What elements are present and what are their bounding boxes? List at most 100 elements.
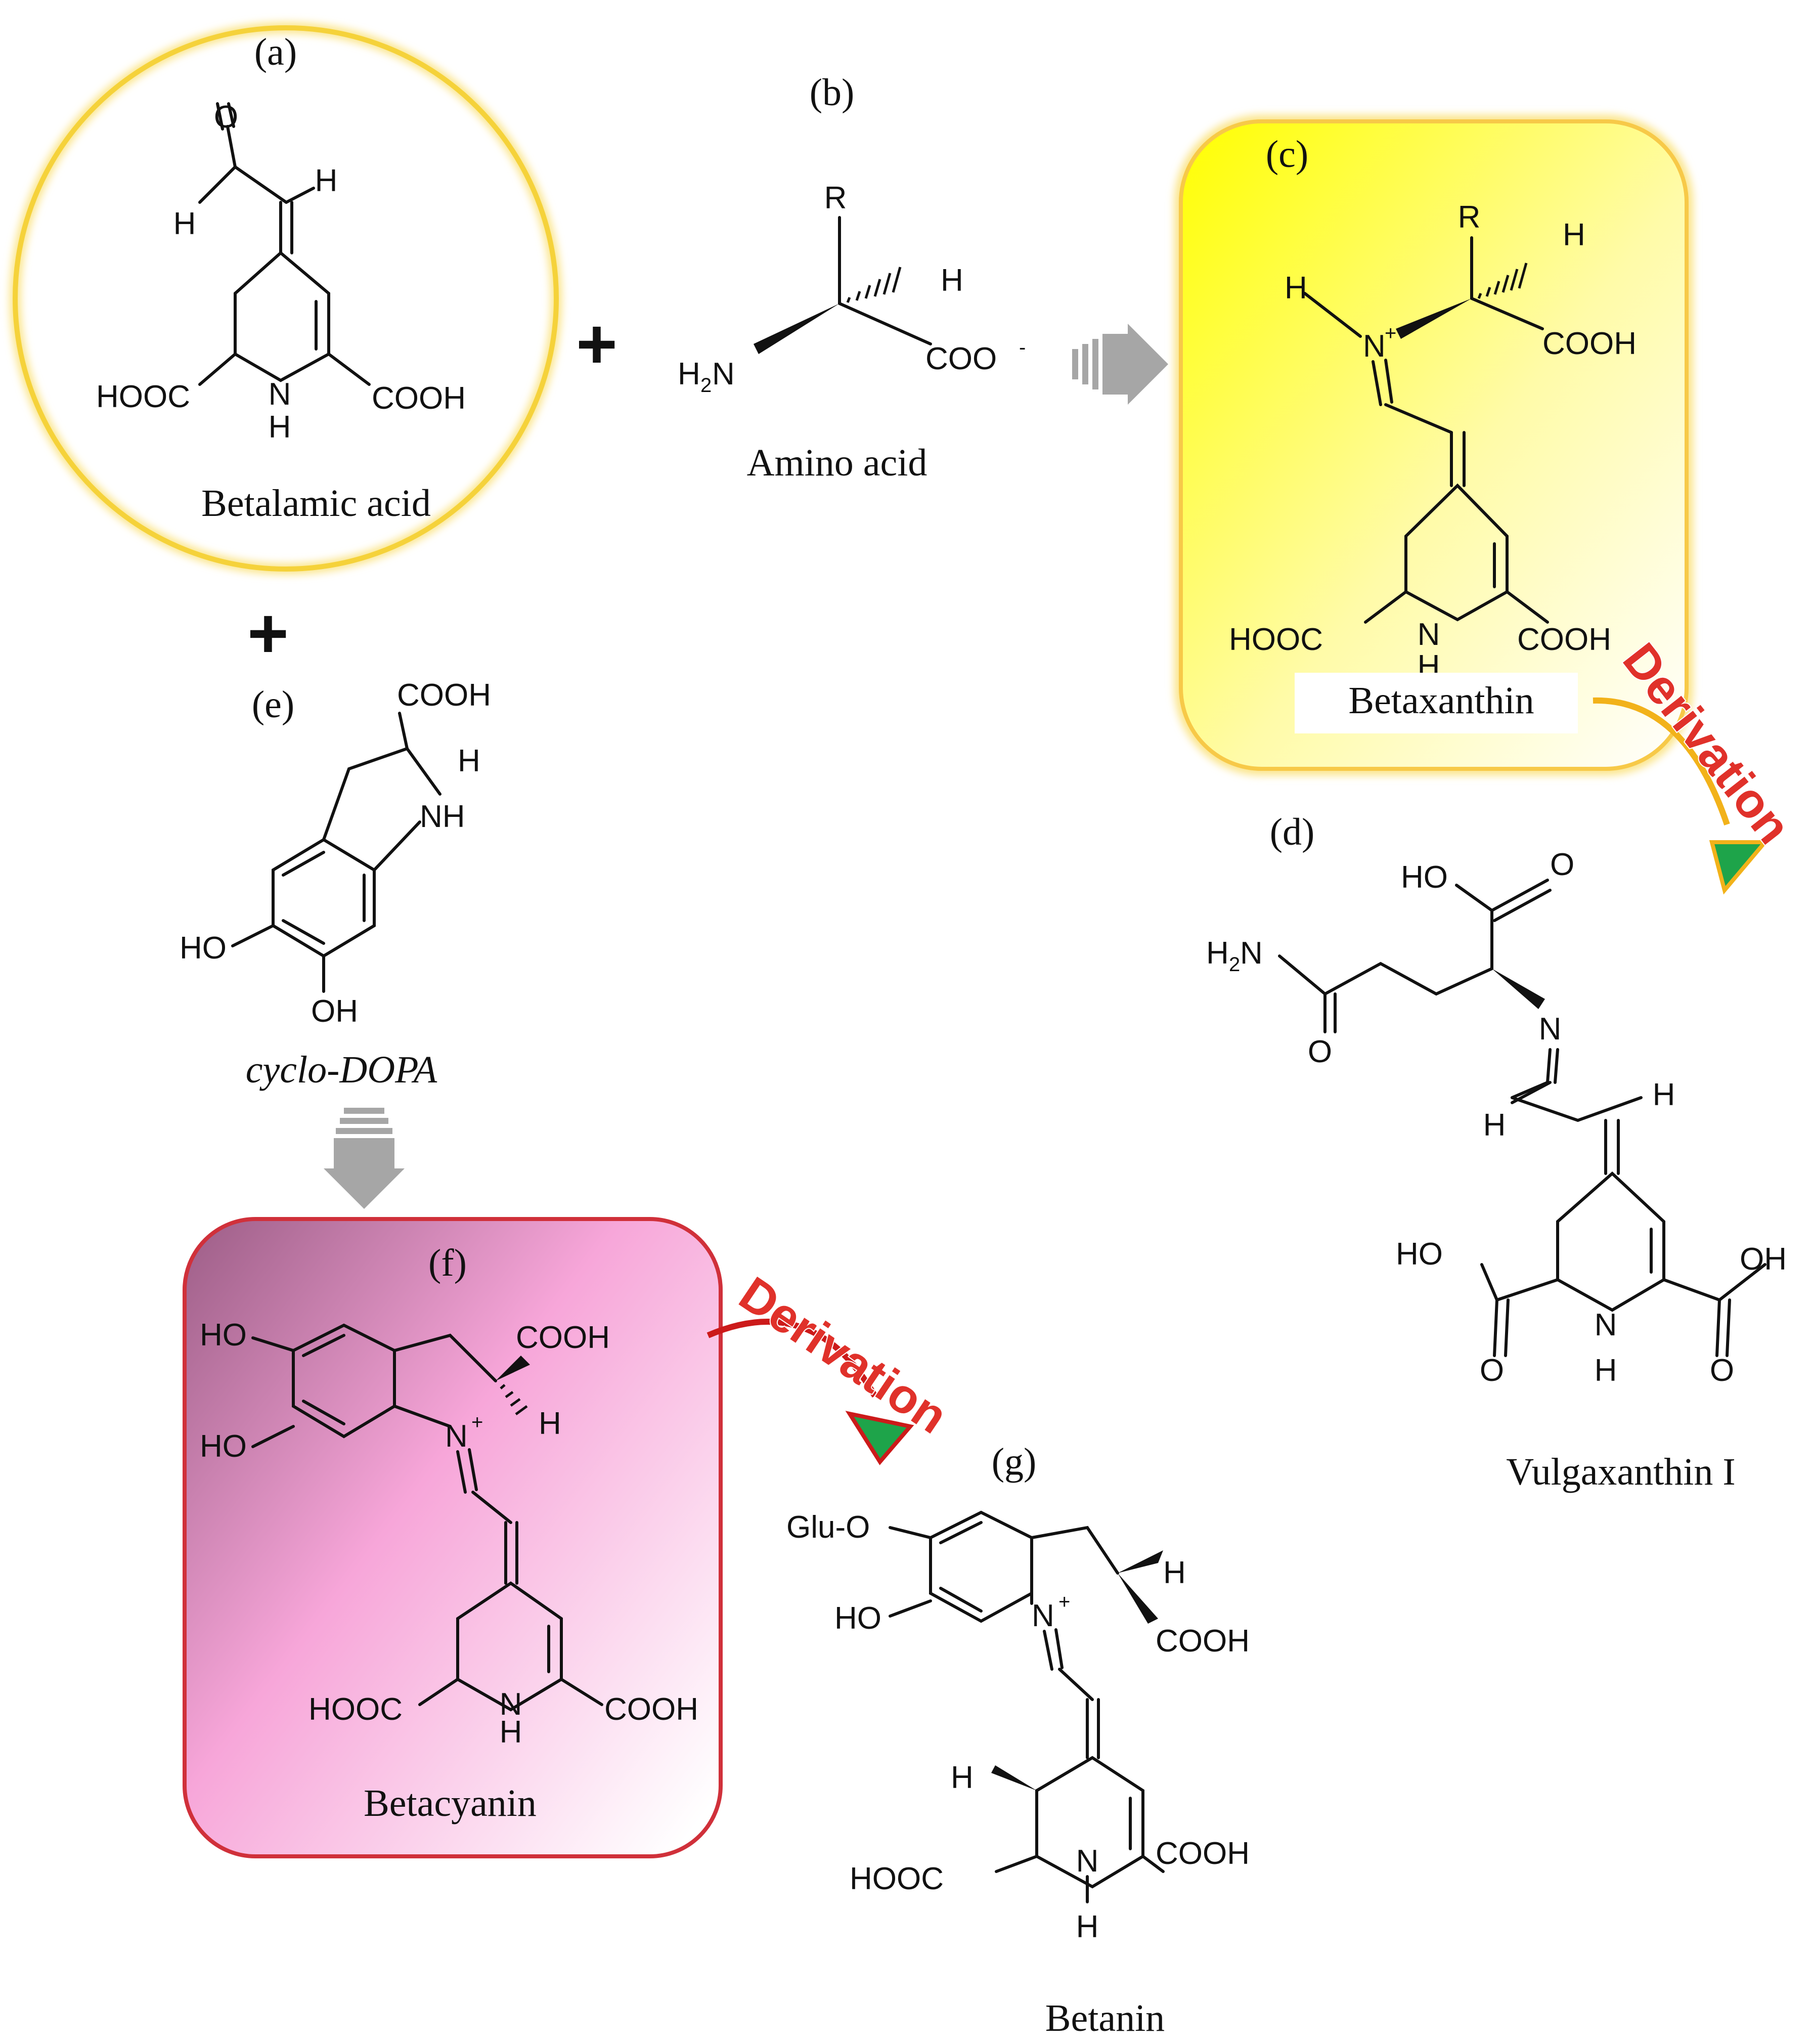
atom-R: R	[824, 181, 847, 215]
atom-COOH: COOH	[1517, 622, 1611, 657]
atom-HOOC: HOOC	[96, 379, 190, 414]
caption-amino-acid: Amino acid	[747, 442, 927, 484]
atom-H: H	[315, 163, 338, 198]
atom-OH: OH	[1740, 1242, 1787, 1277]
atom-HO: HO	[834, 1601, 881, 1636]
panel-a-tag: (a)	[254, 31, 297, 73]
atom-charge: -	[1019, 336, 1026, 359]
atom-N: N	[269, 377, 291, 412]
atom-N: N	[1363, 329, 1386, 364]
atom-charge: +	[471, 1411, 483, 1433]
atom-H: H	[539, 1406, 561, 1441]
betaxanthin-box	[1179, 119, 1689, 771]
atom-COOH: COOH	[1156, 1836, 1250, 1871]
panel-e-tag: (e)	[252, 683, 294, 726]
atom-HO: HO	[180, 931, 227, 966]
panel-g-betanin: (g) Glu-O HO H COOH N + H HOOC COOH N H …	[786, 1441, 1250, 2039]
atom-HO: HO	[200, 1429, 247, 1464]
atom-N: N	[500, 1687, 522, 1722]
atom-N: N	[712, 357, 735, 392]
atom-N: N	[1595, 1308, 1617, 1342]
panel-b-amino-acid: (b) R H H 2 N COO - Amino acid	[678, 71, 1026, 484]
atom-H: H	[1595, 1353, 1617, 1388]
caption-betacyanin: Betacyanin	[364, 1782, 537, 1824]
atom-H: H	[1483, 1108, 1506, 1143]
atom-HO: HO	[1396, 1237, 1443, 1272]
derivation-arrow-f-to-g: Derivation	[706, 1266, 958, 1465]
atom-subscript: 2	[1229, 953, 1240, 976]
atom-N: N	[445, 1419, 468, 1454]
block-arrow-icon	[1072, 324, 1168, 405]
derivation-label: Derivation	[730, 1267, 957, 1444]
triangle-arrowhead-icon	[845, 1411, 914, 1465]
panel-f-tag: (f)	[428, 1242, 467, 1284]
atom-COOH: COOH	[516, 1320, 610, 1355]
atom-H: H	[1653, 1077, 1675, 1112]
atom-COO: COO	[925, 341, 997, 376]
block-arrow-icon	[324, 1108, 405, 1209]
atom-H: H	[1563, 218, 1585, 252]
panel-d-vulgaxanthin: (d) HO O H 2 N O N H H HO OH O O N H Vul…	[1206, 811, 1787, 1493]
atom-subscript: 2	[700, 374, 712, 397]
curved-arrow-icon	[706, 1319, 878, 1398]
panel-b-tag: (b)	[810, 71, 855, 114]
atom-H: H	[951, 1760, 974, 1795]
atom-N: N	[1076, 1844, 1099, 1879]
atom-N: N	[1240, 936, 1263, 971]
atom-H: H	[1163, 1555, 1186, 1590]
atom-COOH: COOH	[397, 678, 491, 713]
betacyanin-box	[183, 1217, 723, 1858]
triangle-arrowhead-icon	[1709, 840, 1770, 895]
caption-betanin: Betanin	[1045, 1997, 1165, 2039]
atom-R: R	[1458, 200, 1481, 235]
panel-e-cyclo-dopa: (e) COOH H NH HO OH cyclo-DOPA	[180, 678, 491, 1091]
atom-charge: +	[1058, 1591, 1070, 1613]
atom-N: N	[1418, 617, 1440, 652]
atom-H: H	[1076, 1909, 1099, 1944]
atom-O: O	[214, 100, 238, 135]
atom-OH: OH	[311, 994, 358, 1029]
atom-H: H	[269, 410, 291, 445]
atom-H: H	[941, 263, 963, 298]
atom-O: O	[1480, 1353, 1504, 1388]
panel-d-tag: (d)	[1270, 811, 1315, 853]
curved-arrow-icon	[1593, 697, 1730, 825]
panel-c-tag: (c)	[1266, 133, 1308, 176]
caption-vulgaxanthin: Vulgaxanthin I	[1506, 1451, 1735, 1493]
atom-HO: HO	[1401, 860, 1448, 895]
caption-cyclo-dopa: cyclo-DOPA	[246, 1049, 437, 1091]
atom-NH: NH	[420, 799, 465, 834]
caption-betaxanthin: Betaxanthin	[1348, 679, 1534, 722]
atom-N: N	[1032, 1598, 1054, 1633]
atom-glu-o: Glu-O	[786, 1510, 870, 1545]
atom-COOH: COOH	[604, 1692, 698, 1727]
atom-COOH: COOH	[1156, 1624, 1250, 1659]
atom-COOH: COOH	[1542, 326, 1637, 361]
plus-sign-icon: +	[576, 304, 617, 383]
atom-N: N	[1539, 1012, 1562, 1047]
atom-COOH: COOH	[372, 381, 466, 416]
atom-H: H	[1285, 271, 1307, 306]
caption-background	[1295, 673, 1578, 733]
atom-HOOC: HOOC	[1229, 622, 1323, 657]
atom-H: H	[458, 744, 480, 778]
atom-HOOC: HOOC	[850, 1861, 944, 1896]
panel-c-betaxanthin: (c) R H COOH H N + HOOC COOH N H Betaxan…	[1174, 115, 1693, 775]
atom-HOOC: HOOC	[308, 1692, 403, 1727]
atom-H: H	[678, 357, 700, 392]
atom-H: H	[1206, 936, 1229, 971]
atom-O: O	[1710, 1353, 1734, 1388]
panel-a-betalamic-acid: (a) O H H HOOC COOH N H Betalamic acid	[10, 22, 562, 575]
plus-sign-icon: +	[247, 593, 289, 673]
atom-H: H	[500, 1715, 522, 1750]
panel-f-betacyanin: (f) HO HO COOH H N + HOOC COOH N H Betac…	[183, 1217, 723, 1858]
atom-charge: +	[1385, 322, 1396, 344]
atom-HO: HO	[200, 1318, 247, 1353]
atom-O: O	[1308, 1034, 1332, 1069]
atom-O: O	[1550, 847, 1574, 882]
betalamic-ring	[13, 25, 559, 572]
atom-H: H	[173, 206, 196, 241]
panel-g-tag: (g)	[992, 1441, 1037, 1483]
caption-betalamic-acid: Betalamic acid	[201, 482, 431, 525]
